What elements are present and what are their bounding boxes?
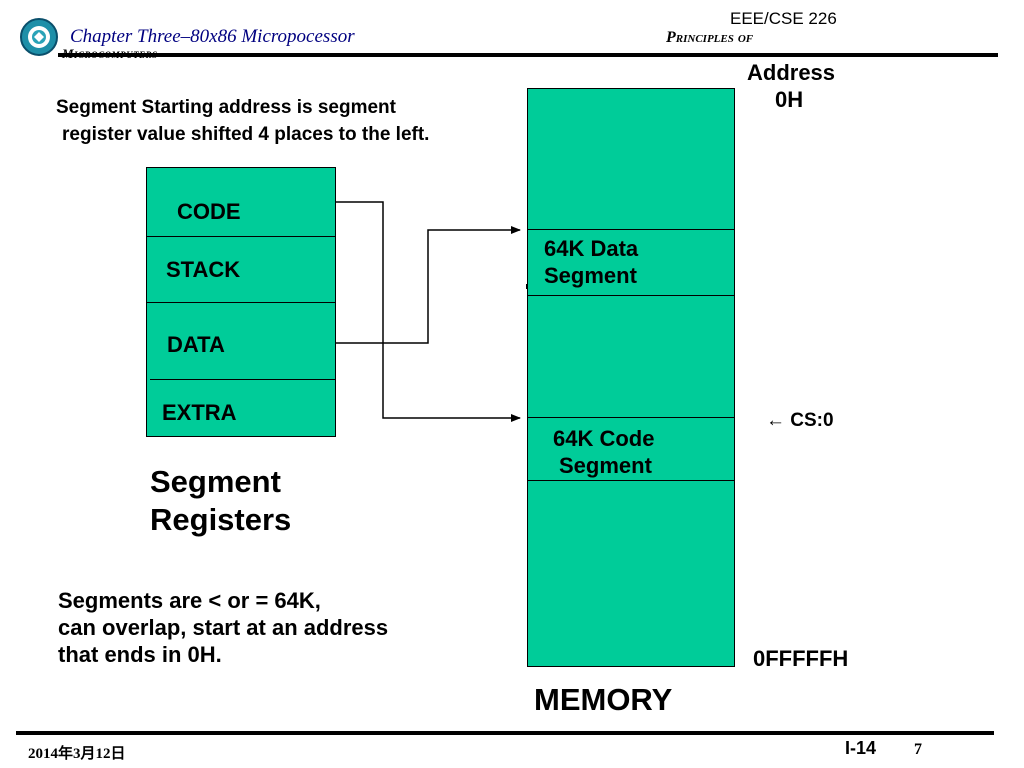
end-address-label: 0FFFFFH: [753, 646, 849, 671]
footer-divider: [16, 731, 994, 735]
data-register-arrow: [336, 226, 521, 344]
register-divider-3: [150, 379, 336, 380]
code-register-arrow: [336, 201, 521, 422]
chapter-title: Chapter Three–80x86 Micropocessor: [70, 26, 355, 47]
code-segment-bottom-line: [527, 480, 735, 481]
course-code: EEE/CSE 226: [730, 9, 837, 28]
register-stack: STACK: [166, 257, 241, 282]
page-number: 7: [914, 741, 922, 758]
notes-line-3: that ends in 0H.: [58, 642, 222, 667]
memory-caption: MEMORY: [534, 682, 673, 717]
register-extra: EXTRA: [162, 400, 237, 425]
memory-block: [527, 88, 735, 667]
data-segment-bottom-line: [527, 295, 735, 296]
cs-pointer-label: ← CS:0: [766, 410, 834, 431]
register-divider-2: [146, 302, 336, 303]
data-segment-top-line: [527, 229, 735, 230]
register-divider-1: [146, 236, 336, 237]
course-subtitle: Principles of: [666, 29, 754, 46]
registers-caption-line-2: Registers: [150, 502, 292, 537]
logo-emblem-icon: [28, 26, 50, 48]
data-segment-label-line-2: Segment: [544, 263, 637, 288]
code-segment-label-line-2: Segment: [559, 453, 652, 478]
description-line-2: register value shifted 4 places to the l…: [62, 124, 430, 145]
logo: [20, 18, 58, 56]
address-label-line-1: Address: [747, 60, 836, 85]
code-segment-label-line-1: 64K Code: [553, 426, 655, 451]
register-data: DATA: [167, 332, 225, 357]
slide-code: I-14: [845, 738, 877, 758]
footer-date: 2014年3月12日: [28, 746, 126, 762]
notes-line-1: Segments are < or = 64K,: [58, 588, 321, 613]
header-divider: [58, 53, 998, 57]
registers-caption-line-1: Segment: [150, 464, 281, 499]
description-line-1: Segment Starting address is segment: [56, 97, 396, 118]
address-label-line-2: 0H: [775, 87, 804, 112]
register-code: CODE: [177, 199, 241, 224]
code-segment-top-line: [527, 417, 735, 418]
data-segment-label-line-1: 64K Data: [544, 236, 639, 261]
notes-line-2: can overlap, start at an address: [58, 615, 389, 640]
